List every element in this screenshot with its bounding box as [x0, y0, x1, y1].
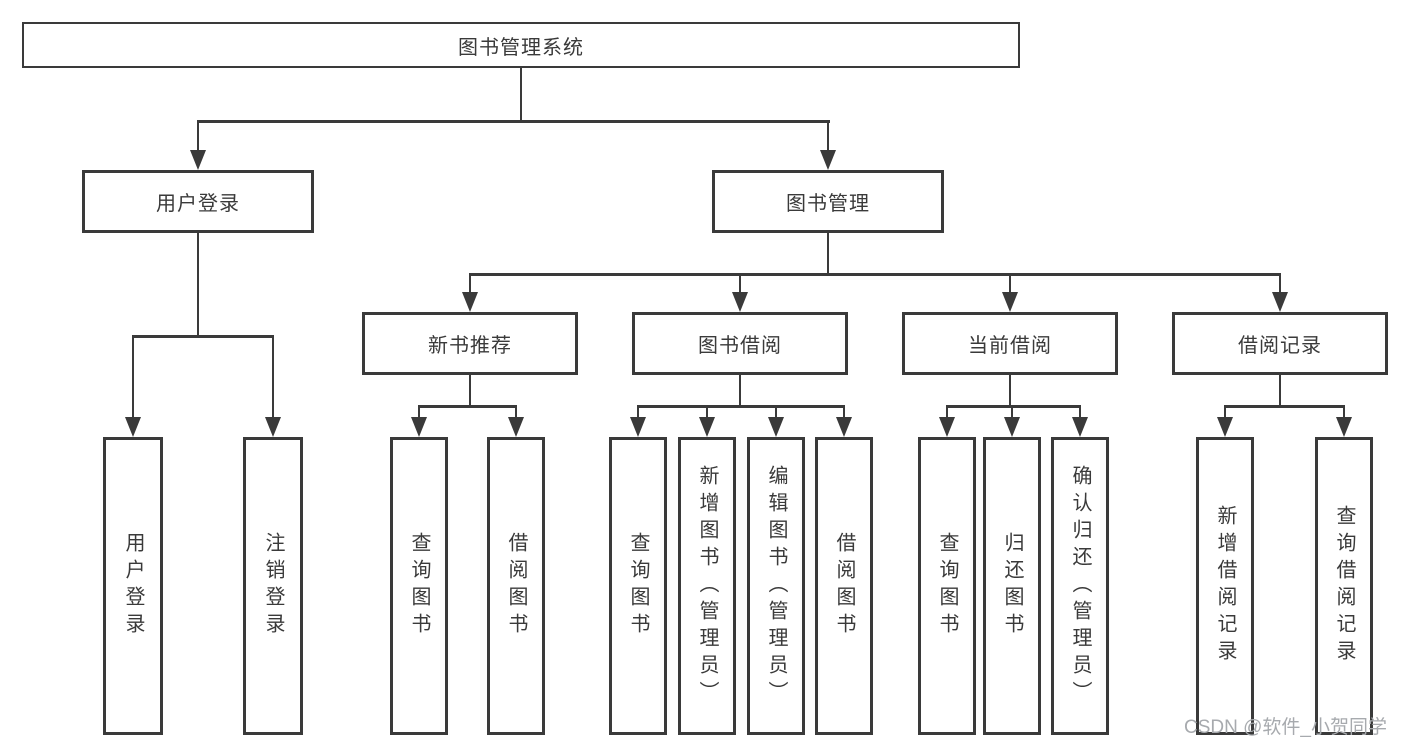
leaf-user-login: 用户登录	[103, 437, 163, 735]
arrow-to-book-borrow	[732, 275, 748, 312]
arrow-to-leaf-query-books-borrow	[630, 407, 646, 437]
leaf-edit-book-admin-label: 编辑图书（管理员）	[765, 464, 787, 708]
connector-borrow-trunk	[738, 375, 742, 407]
leaf-query-books-borrow: 查询图书	[609, 437, 667, 735]
connector-level2-bar	[197, 120, 830, 123]
arrow-to-leaf-query-books-current	[939, 407, 955, 437]
arrow-to-leaf-borrow-books-recommend	[508, 407, 524, 437]
arrow-to-leaf-return-book	[1004, 407, 1020, 437]
node-book-management-label: 图书管理	[786, 193, 870, 215]
leaf-user-login-label: 用户登录	[122, 532, 144, 640]
leaf-query-borrow-record: 查询借阅记录	[1315, 437, 1373, 735]
leaf-query-books-current: 查询图书	[918, 437, 976, 735]
connector-user-login-bar	[132, 335, 274, 338]
node-new-book-recommend: 新书推荐	[362, 312, 578, 375]
leaf-logout: 注销登录	[243, 437, 303, 735]
node-borrow-records: 借阅记录	[1172, 312, 1388, 375]
connector-records-bar	[1224, 405, 1345, 408]
arrow-to-leaf-add-book	[699, 407, 715, 437]
leaf-confirm-return-admin: 确认归还（管理员）	[1051, 437, 1109, 735]
leaf-borrow-books-recommend-label: 借阅图书	[505, 532, 527, 640]
leaf-query-books-current-label: 查询图书	[936, 532, 958, 640]
arrow-to-book-management	[820, 122, 836, 170]
arrow-to-new-book-recommend	[462, 275, 478, 312]
leaf-add-borrow-record-label: 新增借阅记录	[1214, 505, 1236, 667]
leaf-add-book-admin: 新增图书（管理员）	[678, 437, 736, 735]
arrow-to-leaf-user-login	[125, 337, 141, 437]
leaf-add-book-admin-label: 新增图书（管理员）	[696, 464, 718, 708]
arrow-to-leaf-query-books-recommend	[411, 407, 427, 437]
leaf-return-book-label: 归还图书	[1001, 532, 1023, 640]
node-root-label: 图书管理系统	[458, 36, 584, 59]
leaf-query-books-recommend: 查询图书	[390, 437, 448, 735]
connector-recommend-trunk	[468, 375, 472, 407]
connector-user-login-trunk	[196, 233, 200, 337]
connector-records-trunk	[1278, 375, 1282, 407]
leaf-query-borrow-record-label: 查询借阅记录	[1333, 505, 1355, 667]
arrow-to-leaf-add-borrow-record	[1217, 407, 1233, 437]
leaf-logout-label: 注销登录	[262, 532, 284, 640]
node-borrow-records-label: 借阅记录	[1238, 335, 1322, 357]
connector-borrow-bar	[637, 405, 845, 408]
node-book-borrow: 图书借阅	[632, 312, 848, 375]
arrow-to-borrow-records	[1272, 275, 1288, 312]
connector-current-trunk	[1008, 375, 1012, 407]
arrow-to-leaf-query-borrow-record	[1336, 407, 1352, 437]
watermark: CSDN @软件_小贺同学	[1184, 717, 1387, 738]
connector-modules-bar	[469, 273, 1281, 276]
leaf-add-borrow-record: 新增借阅记录	[1196, 437, 1254, 735]
node-current-borrow: 当前借阅	[902, 312, 1118, 375]
leaf-query-books-recommend-label: 查询图书	[408, 532, 430, 640]
leaf-confirm-return-admin-label: 确认归还（管理员）	[1069, 464, 1091, 708]
arrow-to-leaf-edit-book	[768, 407, 784, 437]
leaf-borrow-books-borrow: 借阅图书	[815, 437, 873, 735]
node-user-login-label: 用户登录	[156, 193, 240, 215]
arrow-to-leaf-logout	[265, 337, 281, 437]
node-new-book-recommend-label: 新书推荐	[428, 335, 512, 357]
node-root: 图书管理系统	[22, 22, 1020, 68]
leaf-borrow-books-recommend: 借阅图书	[487, 437, 545, 735]
node-current-borrow-label: 当前借阅	[968, 335, 1052, 357]
arrow-to-leaf-confirm-return	[1072, 407, 1088, 437]
connector-root-trunk	[519, 68, 523, 122]
connector-book-management-trunk	[826, 233, 830, 275]
leaf-return-book: 归还图书	[983, 437, 1041, 735]
arrow-to-user-login	[190, 122, 206, 170]
leaf-borrow-books-borrow-label: 借阅图书	[833, 532, 855, 640]
node-user-login: 用户登录	[82, 170, 314, 233]
leaf-query-books-borrow-label: 查询图书	[627, 532, 649, 640]
leaf-edit-book-admin: 编辑图书（管理员）	[747, 437, 805, 735]
node-book-management: 图书管理	[712, 170, 944, 233]
connector-recommend-bar	[418, 405, 517, 408]
connector-current-bar	[946, 405, 1081, 408]
node-book-borrow-label: 图书借阅	[698, 335, 782, 357]
arrow-to-current-borrow	[1002, 275, 1018, 312]
arrow-to-leaf-borrow-books-borrow	[836, 407, 852, 437]
